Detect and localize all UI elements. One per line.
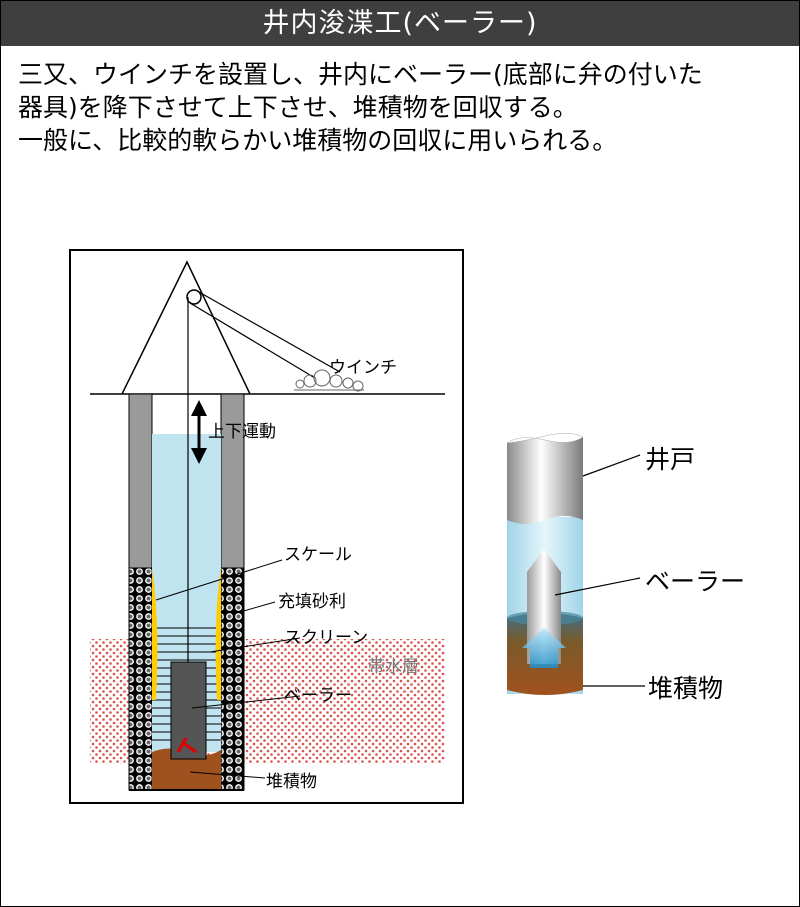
label-motion: 上下運動 [208, 422, 276, 442]
inflow-arrow-icon [522, 628, 566, 668]
valve-arrow-icon [176, 737, 197, 754]
bailer-tip [527, 549, 561, 572]
casing-left [128, 393, 153, 569]
winch-cable-lower [189, 302, 316, 379]
leader-lines [155, 559, 301, 779]
label-gravel: 充填砂利 [278, 592, 346, 612]
casing-right [220, 393, 245, 569]
gravel-pack-right [220, 567, 245, 791]
tripod [121, 260, 251, 395]
gravel-pack-left [128, 567, 153, 791]
scale-deposit-left [152, 568, 158, 700]
description-line-3: 一般に、比較的軟らかい堆積物の回収に用いられる。 [18, 126, 618, 155]
description-line-1: 三又、ウインチを設置し、井内にベーラー(底部に弁の付いた [18, 60, 703, 89]
scale-deposit-right [215, 568, 221, 700]
label-screen: スクリーン [284, 628, 368, 648]
description: 三又、ウインチを設置し、井内にベーラー(底部に弁の付いた 器具)を降下させて上下… [18, 58, 788, 157]
right-diagram: 井戸 ベーラー 堆積物 [506, 433, 745, 703]
label-bailer-right: ベーラー [645, 567, 745, 596]
label-well: 井戸 [645, 445, 695, 474]
label-winch: ウインチ [329, 358, 397, 378]
label-scale: スケール [284, 545, 352, 565]
up-down-arrow-icon [191, 400, 207, 464]
right-leader-lines [554, 454, 645, 687]
left-diagram: ウインチ 上下運動 スケール 充填砂利 スクリーン 帯水層 ベーラー 堆積物 [69, 249, 464, 804]
well-pipe-top [506, 433, 584, 444]
label-sediment-right: 堆積物 [648, 674, 723, 703]
winch-cable-upper [198, 291, 341, 373]
winch-icon [294, 369, 364, 392]
well-pipe [507, 437, 583, 524]
label-aquifer: 帯水層 [368, 657, 419, 677]
label-sediment-left: 堆積物 [266, 772, 317, 792]
pulley [186, 289, 202, 305]
page-title: 井内浚渫工(ベーラー) [1, 1, 799, 46]
description-line-2: 器具)を降下させて上下させ、堆積物を回収する。 [18, 93, 578, 122]
label-bailer-left: ベーラー [284, 686, 352, 706]
bailer-body [170, 661, 207, 760]
